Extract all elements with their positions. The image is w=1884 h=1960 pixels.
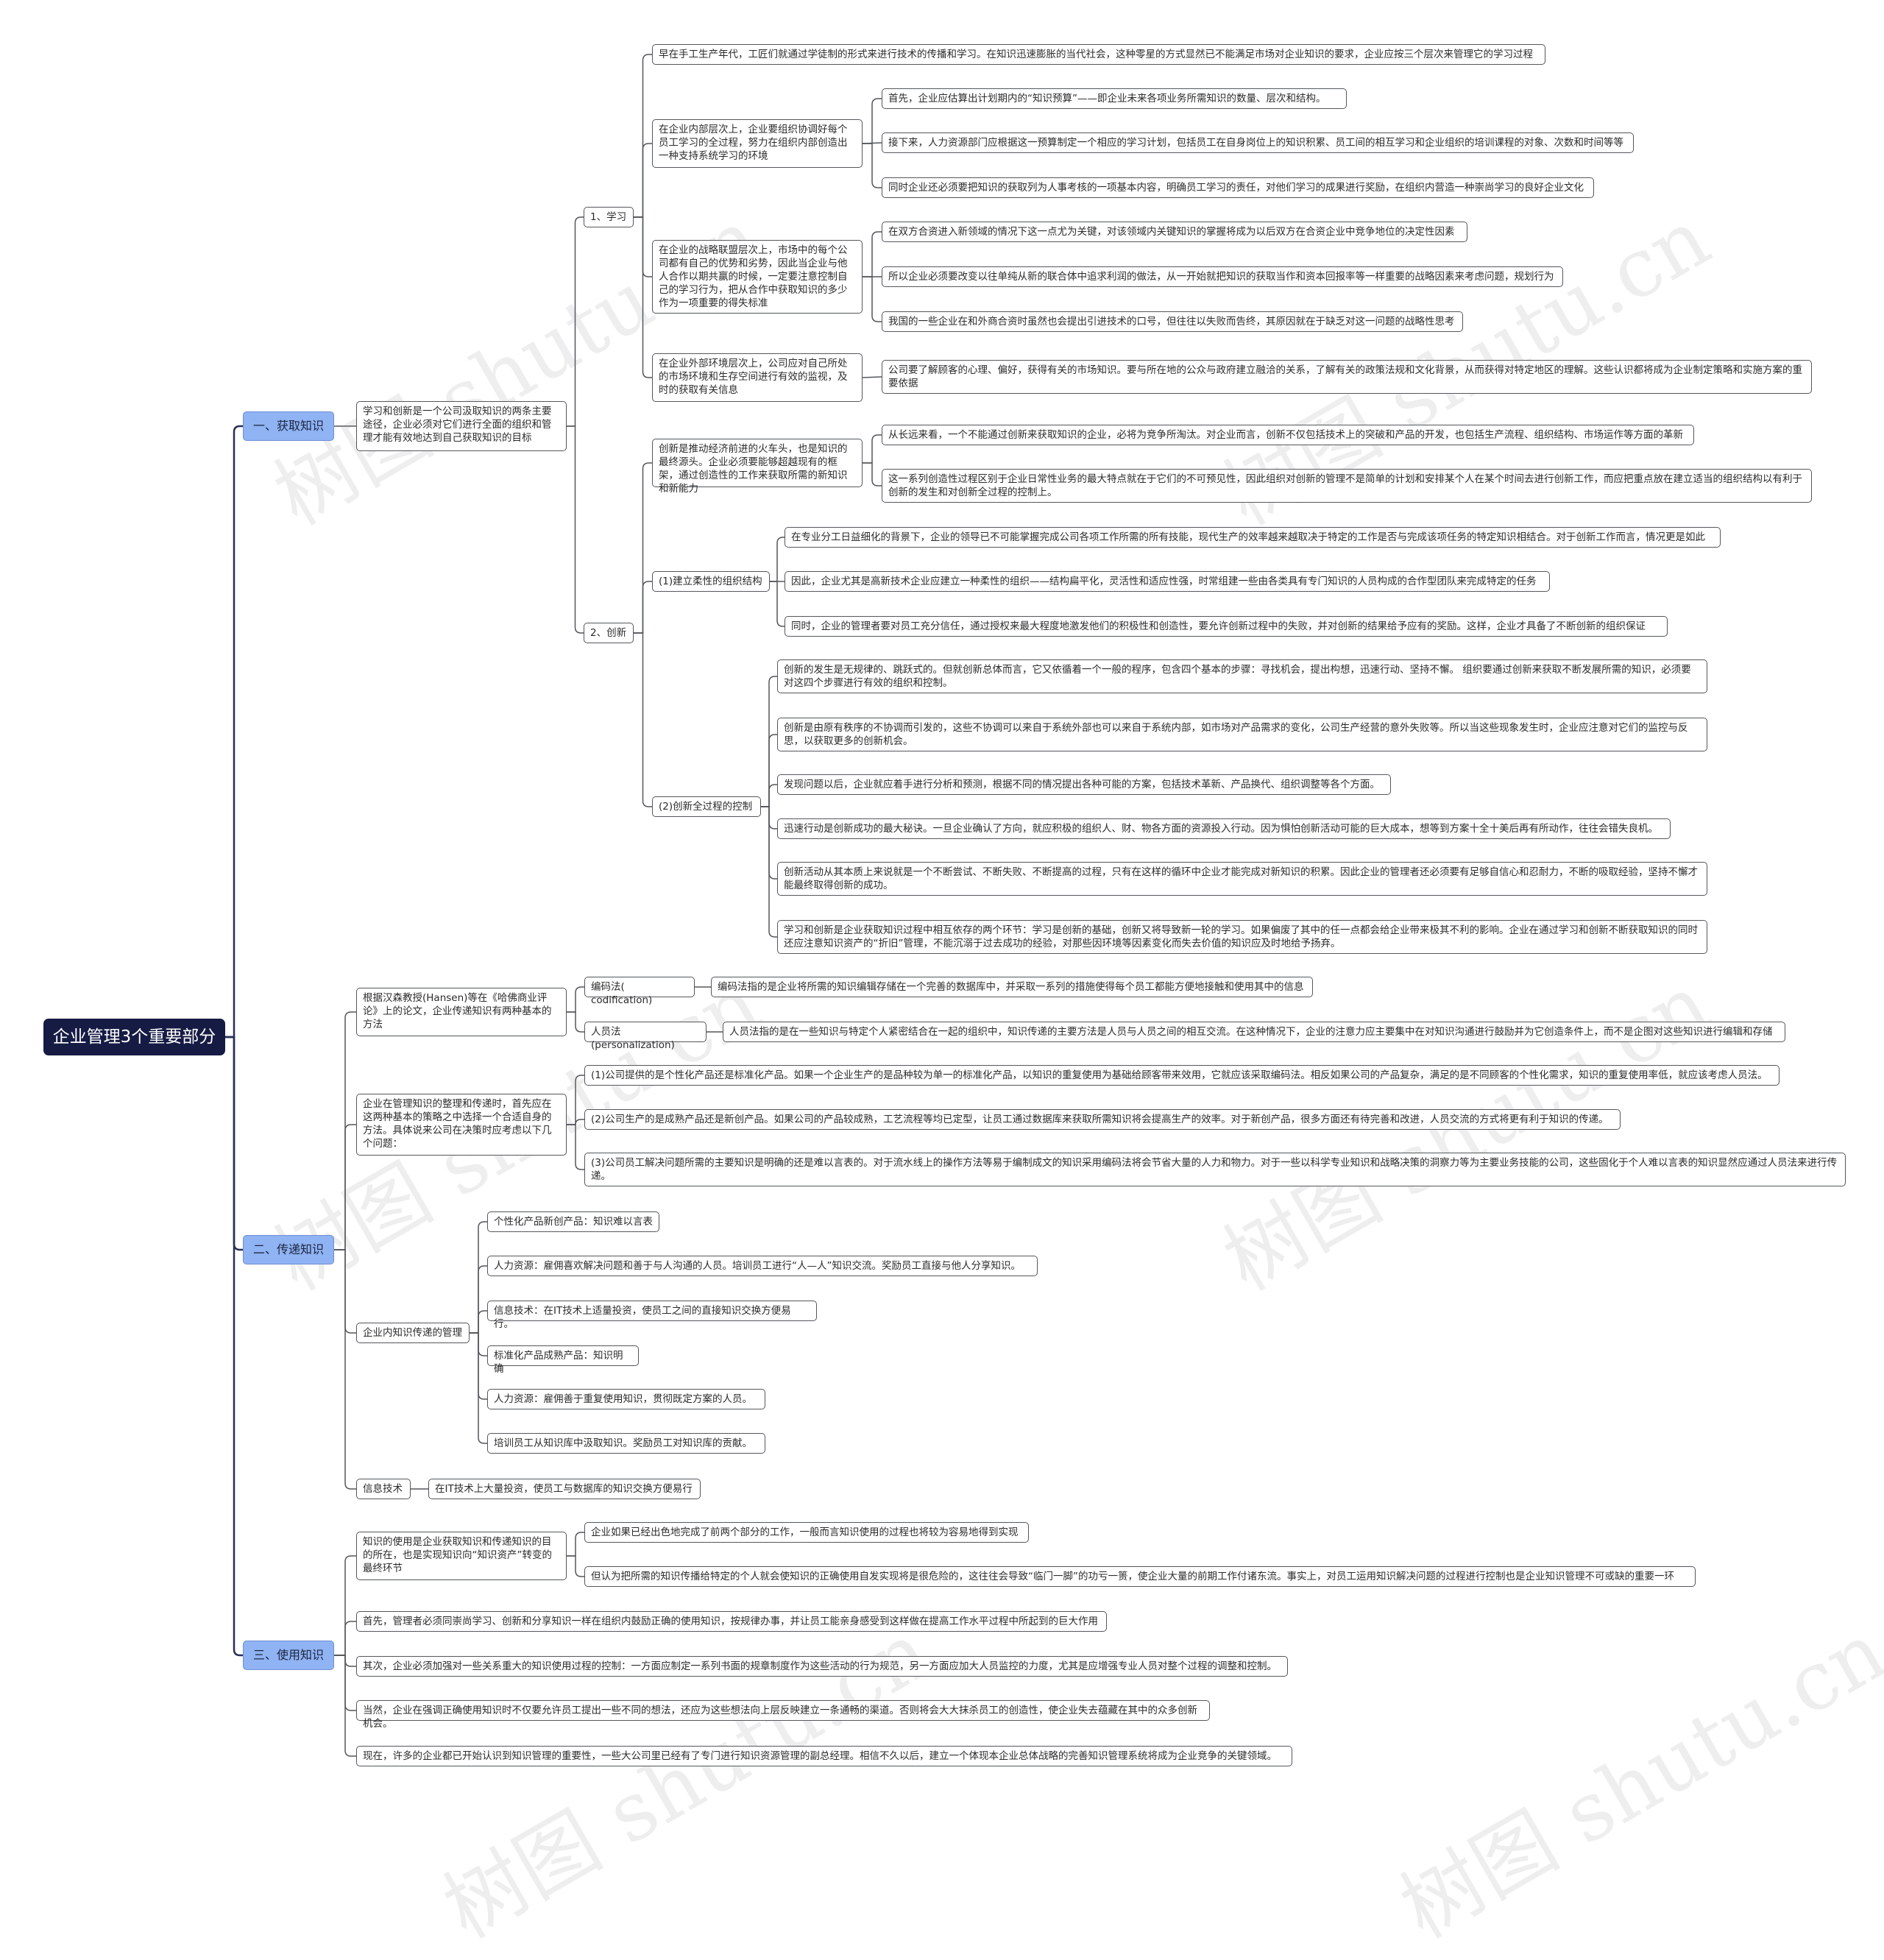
- knowledge-use-point[interactable]: 现在，许多的企业都已开始认识到知识管理的重要性，一些大公司里已经有了专门进行知识…: [356, 1746, 1292, 1766]
- hansen-methods[interactable]: 根据汉森教授(Hansen)等在《哈佛商业评论》上的论文，企业传递知识有两种基本…: [356, 988, 567, 1036]
- innovation-engine[interactable]: 创新是推动经济前进的火车头，也是知识的最终源头。企业必须要能够超越现有的框架，通…: [652, 439, 863, 495]
- connector-line: [567, 1011, 584, 1033]
- connector-line: [334, 1124, 356, 1250]
- internal-transfer-item[interactable]: 标准化产品成熟产品：知识明确: [487, 1345, 639, 1375]
- connector-line: [334, 1655, 356, 1757]
- connector-line: [761, 676, 777, 807]
- connector-line: [761, 734, 777, 807]
- information-technology-detail[interactable]: 在IT技术上大量投资，使员工与数据库的知识交换方便易行: [428, 1479, 701, 1499]
- learning-internal-detail[interactable]: 接下来，人力资源部门应根据这一预算制定一个相应的学习计划，包括员工在自身岗位上的…: [882, 132, 1634, 153]
- innovation-engine-detail[interactable]: 从长远来看，一个不能通过创新来获取知识的企业，必将为竞争所淘汰。对企业而言，创新…: [882, 425, 1694, 445]
- codification-method[interactable]: 编码法( codification): [584, 977, 695, 1006]
- flexible-structure[interactable]: (1)建立柔性的组织结构: [652, 571, 770, 592]
- mind-map-canvas: 树图 shutu.cn 树图 shutu.cn 树图 shutu.cn 树图 s…: [43, 44, 1884, 1956]
- connector-line: [334, 1249, 356, 1490]
- connector-line: [334, 1555, 356, 1656]
- connector-line: [567, 1124, 584, 1170]
- connector-line: [567, 216, 584, 427]
- process-control-detail[interactable]: 创新的发生是无规律的、跳跃式的。但就创新总体而言，它又依循着一个一般的程序，包含…: [777, 659, 1707, 693]
- connector-lines: [225, 54, 882, 1757]
- connector-line: [863, 98, 882, 144]
- flexible-structure-detail[interactable]: 同时，企业的管理者要对员工充分信任，通过授权来最大程度地激发他们的积极性和创造性…: [785, 616, 1668, 637]
- flexible-structure-detail[interactable]: 因此，企业尤其是高新技术企业应建立一种柔性的组织——结构扁平化，灵活性和适应性强…: [785, 571, 1550, 592]
- internal-transfer-management[interactable]: 企业内知识传递的管理: [356, 1323, 470, 1343]
- information-technology[interactable]: 信息技术: [356, 1479, 411, 1499]
- learning-alliance-detail[interactable]: 在双方合资进入新领域的情况下这一点尤为关键，对该领域内关键知识的掌握将成为以后双…: [882, 222, 1467, 242]
- connector-line: [770, 537, 785, 582]
- internal-transfer-item[interactable]: 人力资源：雇佣喜欢解决问题和善于与人沟通的人员。培训员工进行“人—人”知识交流。…: [487, 1256, 1038, 1276]
- knowledge-use-point[interactable]: 其次，企业必须加强对一些关系重大的知识使用过程的控制：一方面应制定一系列书面的规…: [356, 1656, 1288, 1677]
- branch-use-knowledge[interactable]: 三、使用知识: [243, 1641, 334, 1670]
- connector-line: [863, 276, 882, 322]
- learning-internal-detail[interactable]: 同时企业还必须要把知识的获取列为人事考核的一项基本内容，明确员工学习的责任，对他…: [882, 177, 1594, 198]
- codification-desc[interactable]: 编码法指的是企业将所需的知识编辑存储在一个完善的数据库中，并采取一系列的措施使得…: [711, 977, 1313, 997]
- connector-line: [634, 54, 652, 218]
- innovation-process-control[interactable]: (2)创新全过程的控制: [652, 796, 761, 817]
- knowledge-use-detail[interactable]: 企业如果已经出色地完成了前两个部分的工作，一般而言知识使用的过程也将较为容易地得…: [584, 1522, 1029, 1543]
- connector-line: [567, 1555, 584, 1577]
- connector-line: [567, 425, 584, 634]
- connector-line: [225, 1036, 243, 1657]
- connector-line: [470, 1332, 487, 1444]
- knowledge-use-purpose[interactable]: 知识的使用是企业获取知识和传递知识的目的所在，也是实现知识向“知识资产”转变的最…: [356, 1532, 567, 1580]
- learning-intro[interactable]: 早在手工生产年代，工匠们就通过学徒制的形式来进行技术的传播和学习。在知识迅速膨胀…: [652, 44, 1545, 65]
- learning-external-detail[interactable]: 公司要了解顾客的心理、偏好，获得有关的市场知识。要与所在地的公众与政府建立融洽的…: [882, 360, 1812, 394]
- connector-line: [225, 425, 243, 1039]
- branch-transfer-knowledge[interactable]: 二、传递知识: [243, 1235, 334, 1264]
- connector-line: [863, 143, 882, 188]
- process-control-detail[interactable]: 发现问题以后，企业就应着手进行分析和预测，根据不同的情况提出各种可能的方案，包括…: [777, 774, 1391, 795]
- strategy-question[interactable]: (2)公司生产的是成熟产品还是新创产品。如果公司的产品较成熟，工艺流程等均已定型…: [584, 1109, 1621, 1130]
- innovation-topic[interactable]: 2、创新: [584, 623, 634, 643]
- innovation-engine-detail[interactable]: 这一系列创造性过程区别于企业日常性业务的最大特点就在于它们的不可预见性，因此组织…: [882, 469, 1812, 503]
- strategy-choice[interactable]: 企业在管理知识的整理和传递时，首先应在这两种基本的策略之中选择一个合适自身的方法…: [356, 1094, 567, 1156]
- learning-internal-level[interactable]: 在企业内部层次上，企业要组织协调好每个员工学习的全过程，努力在组织内部创造出一种…: [652, 119, 863, 168]
- connector-line: [334, 1011, 356, 1250]
- connector-line: [770, 581, 785, 627]
- process-control-detail[interactable]: 创新活动从其本质上来说就是一个不断尝试、不断失败、不断提高的过程，只有在这样的循…: [777, 862, 1707, 896]
- connector-line: [634, 632, 652, 807]
- connector-line: [634, 462, 652, 634]
- internal-transfer-item[interactable]: 信息技术：在IT技术上适量投资，使员工之间的直接知识交换方便易行。: [487, 1301, 817, 1330]
- connector-line: [863, 462, 882, 487]
- connector-line: [470, 1310, 487, 1334]
- personalization-desc[interactable]: 人员法指的是在一些知识与特定个人紧密结合在一起的组织中，知识传递的主要方法是人员…: [723, 1022, 1785, 1042]
- personalization-method[interactable]: 人员法(personalization): [584, 1022, 706, 1051]
- connector-line: [470, 1265, 487, 1334]
- acquire-summary[interactable]: 学习和创新是一个公司汲取知识的两条主要途径，企业必须对它们进行全面的组织和管理才…: [356, 401, 567, 451]
- strategy-question[interactable]: (3)公司员工解决问题所需的主要知识是明确的还是难以言表的。对于流水线上的操作方…: [584, 1153, 1846, 1186]
- connector-line: [761, 784, 777, 807]
- root-topic[interactable]: 企业管理3个重要部分: [43, 1019, 225, 1055]
- connector-line: [634, 143, 652, 218]
- learning-internal-detail[interactable]: 首先，企业应估算出计划期内的“知识预算”——即企业未来各项业务所需知识的数量、层…: [882, 88, 1347, 109]
- connector-line: [862, 376, 882, 378]
- connector-line: [567, 1075, 584, 1125]
- process-control-detail[interactable]: 迅速行动是创新成功的最大秘诀。一旦企业确认了方向，就应积极的组织人、财、物各方面…: [777, 818, 1671, 839]
- connector-line: [567, 1532, 584, 1557]
- internal-transfer-item[interactable]: 培训员工从知识库中汲取知识。奖励员工对知识库的贡献。: [487, 1433, 765, 1454]
- connector-line: [863, 434, 882, 464]
- connector-line: [761, 806, 777, 938]
- knowledge-use-point[interactable]: 首先，管理者必须同崇尚学习、创新和分享知识一样在组织内鼓励正确的使用知识，按规律…: [356, 1611, 1107, 1632]
- process-control-detail[interactable]: 创新是由原有秩序的不协调而引发的，这些不协调可以来自于系统外部也可以来自于系统内…: [777, 718, 1707, 751]
- connector-line: [634, 216, 652, 378]
- connector-line: [634, 581, 652, 634]
- connector-line: [567, 986, 584, 1013]
- knowledge-use-detail[interactable]: 但认为把所需的知识传播给特定的个人就会使知识的正确使用自发实现将是很危险的，这往…: [584, 1566, 1696, 1587]
- connector-line: [470, 1221, 487, 1334]
- learning-alliance-detail[interactable]: 我国的一些企业在和外商合资时虽然也会提出引进技术的口号，但往往以失败而告终，其原…: [882, 311, 1463, 332]
- process-control-detail[interactable]: 学习和创新是企业获取知识过程中相互依存的两个环节：学习是创新的基础，创新又将导致…: [777, 920, 1707, 954]
- connector-line: [863, 231, 882, 277]
- internal-transfer-item[interactable]: 人力资源：雇佣善于重复使用知识，贯彻既定方案的人员。: [487, 1389, 765, 1409]
- learning-topic[interactable]: 1、学习: [584, 207, 634, 227]
- internal-transfer-item[interactable]: 个性化产品新创产品：知识难以言表: [487, 1211, 659, 1232]
- learning-alliance-detail[interactable]: 所以企业必须要改变以往单纯从新的联合体中追求利润的做法，从一开始就把知识的获取当…: [882, 266, 1563, 287]
- flexible-structure-detail[interactable]: 在专业分工日益细化的背景下，企业的领导已不可能掌握完成公司各项工作所需的所有技能…: [785, 527, 1721, 548]
- knowledge-use-point[interactable]: 当然，企业在强调正确使用知识时不仅要允许员工提出一些不同的想法，还应为这些想法向…: [356, 1700, 1210, 1730]
- strategy-question[interactable]: (1)公司提供的是个性化产品还是标准化产品。如果一个企业生产的是品种较为单一的标…: [584, 1065, 1779, 1086]
- branch-acquire-knowledge[interactable]: 一、获取知识: [243, 411, 334, 441]
- learning-external-level[interactable]: 在企业外部环境层次上，公司应对自己所处的市场环境和生存空间进行有效的监视，及时的…: [652, 353, 863, 402]
- connector-line: [334, 1621, 356, 1656]
- learning-alliance-level[interactable]: 在企业的战略联盟层次上，市场中的每个公司都有自己的优势和劣势，因此当企业与他人合…: [652, 240, 863, 314]
